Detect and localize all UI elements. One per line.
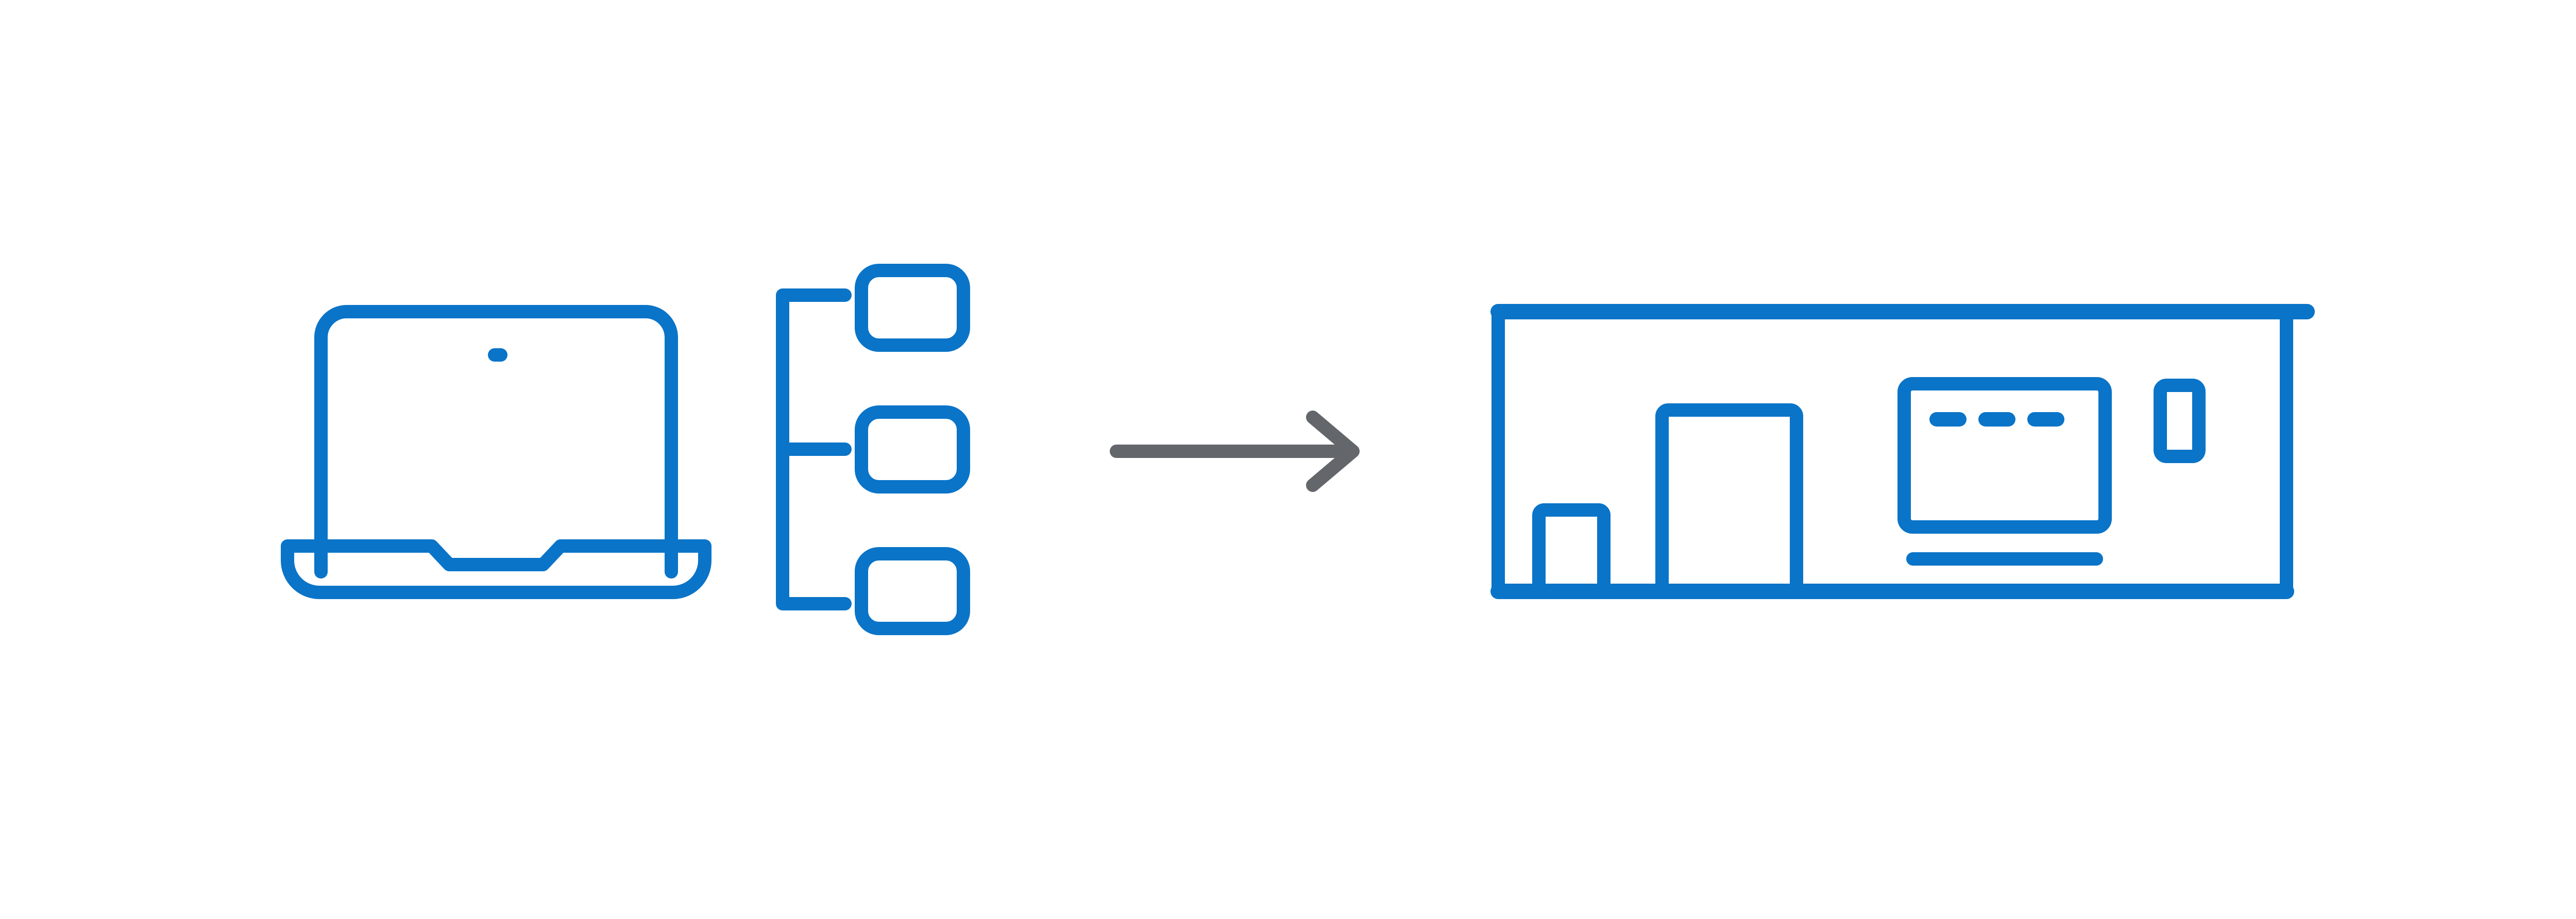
server-status-dash-1 (1929, 412, 1967, 427)
server-monitor-panel (1897, 377, 2112, 534)
server-rack-short (1532, 503, 1611, 591)
server-status-dash-3 (2027, 412, 2064, 427)
server-small-unit (2154, 379, 2206, 463)
arrow-right-icon (1110, 411, 1360, 492)
laptop-icon (281, 305, 711, 599)
datacenter-building-icon (1490, 304, 2315, 599)
laptop-screen-bezel (314, 305, 678, 578)
laptop-base-tray (281, 539, 711, 599)
server-underline-bar (1906, 552, 2103, 566)
tree-node-box-1 (855, 264, 970, 352)
hierarchy-tree-icon (776, 264, 970, 635)
server-status-dash-2 (1978, 412, 2015, 427)
arrow-head (1306, 411, 1360, 492)
tree-node-box-2 (855, 405, 970, 493)
tree-node-box-3 (855, 547, 970, 635)
laptop-camera-dot (488, 348, 507, 362)
server-rack-tall (1655, 403, 1803, 591)
